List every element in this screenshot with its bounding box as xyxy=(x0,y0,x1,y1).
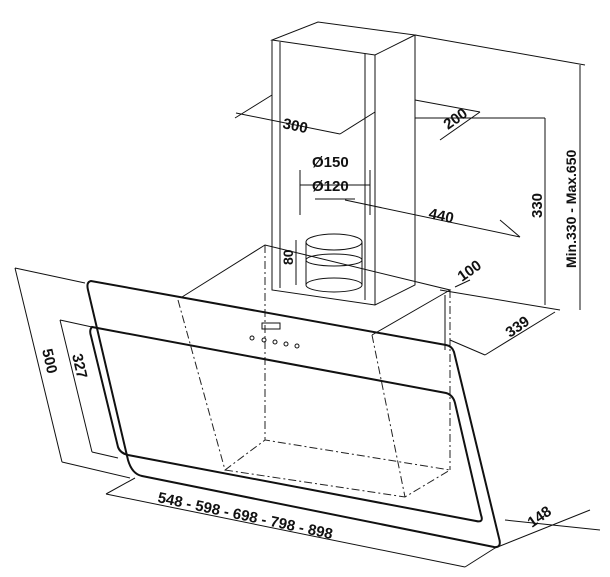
hood-body xyxy=(86,244,501,549)
label-chimney-min: 330 xyxy=(529,193,546,218)
label-duct-offset: 440 xyxy=(427,205,455,227)
label-chimney-range: Min.330 - Max.650 xyxy=(563,150,579,268)
label-wall-offset: 100 xyxy=(455,257,485,285)
duct-outlet xyxy=(305,233,363,293)
label-depth: 339 xyxy=(503,313,533,341)
dimension-labels: 300 200 Ø150 Ø120 440 80 330 Min.330 - M… xyxy=(38,105,579,543)
label-inner-height: 327 xyxy=(68,352,90,380)
control-display xyxy=(261,322,281,330)
label-glass-height: 500 xyxy=(38,347,60,375)
label-duct-outer: Ø150 xyxy=(312,154,349,171)
label-chimney-width: 300 xyxy=(281,115,309,137)
chimney xyxy=(270,21,417,306)
label-bottom-depth: 148 xyxy=(525,503,555,531)
label-outlet-height: 80 xyxy=(280,249,296,265)
dimension-lines xyxy=(14,34,601,568)
label-duct-inner: Ø120 xyxy=(312,178,349,195)
control-buttons xyxy=(249,335,300,349)
